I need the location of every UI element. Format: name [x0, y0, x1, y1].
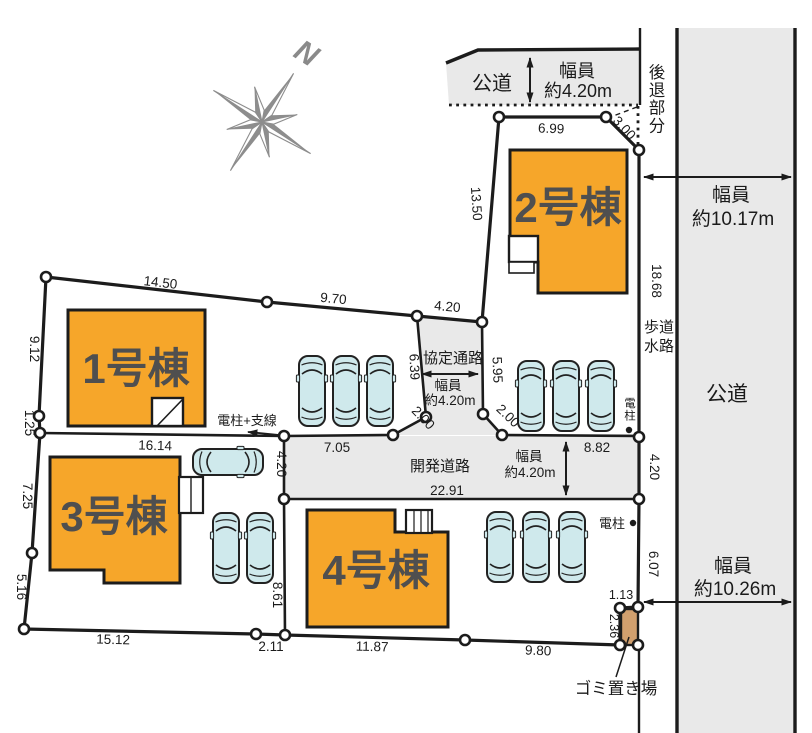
sidewalk-label-1: 歩道: [644, 319, 674, 336]
car-icon: [483, 511, 517, 583]
dim-garbage-west: 2.36: [607, 614, 621, 638]
dim-top-edge-a: 14.50: [143, 273, 178, 292]
dim-left-b: 1.25: [22, 410, 37, 436]
top-road-label: 公道: [472, 72, 512, 95]
car-icon: [243, 512, 277, 584]
building-4-label: 4号棟: [322, 547, 430, 594]
building-3-label: 3号棟: [60, 493, 168, 540]
pole-lot4-label: 電柱: [599, 516, 625, 531]
dev-road-label: 開発道路: [410, 458, 470, 475]
garbage-leader-line: [615, 636, 630, 678]
dim-dev-west: 4.20: [274, 451, 289, 477]
top-road-width-2: 約4.20m: [544, 81, 612, 101]
right-road-upper-width-1: 幅員: [712, 184, 750, 206]
dim-divider-lot1-lot3: 16.14: [138, 438, 173, 454]
building-2-label: 2号棟: [514, 184, 622, 231]
right-road-upper-width-2: 約10.17m: [692, 208, 774, 230]
car-icon: [209, 512, 243, 584]
car-icon: [192, 445, 264, 479]
dim-passage-top: 4.20: [434, 298, 461, 315]
car-icon: [363, 355, 397, 427]
top-road-area: [446, 49, 640, 105]
dim-lot2-corner: 3.00: [610, 113, 639, 142]
dim-dev-top-b: 8.82: [584, 440, 610, 455]
dim-garbage-top: 1.13: [609, 588, 633, 602]
dim-lot2-north: 6.99: [538, 121, 565, 137]
sidewalk-label-2: 水路: [644, 338, 674, 355]
passage-label: 協定通路: [423, 350, 483, 367]
boundary-vertices: [17, 110, 646, 652]
right-road-area: [677, 28, 795, 733]
dim-lot34-east: 8.61: [270, 582, 285, 608]
car-icon: [584, 360, 618, 432]
dim-dev-bottom: 22.91: [430, 483, 464, 498]
dev-road-width-1: 幅員: [516, 449, 543, 464]
dim-bottom-c: 11.87: [356, 639, 389, 655]
building-3-outline: [48, 455, 182, 585]
compass-rose-icon: [213, 73, 311, 171]
garbage-area: [619, 607, 640, 647]
dim-bottom-d: 9.80: [525, 643, 552, 659]
car-icon: [519, 511, 553, 583]
building-2-porch: [507, 234, 540, 264]
pole-wire-label: 電柱+支線: [217, 413, 277, 428]
pole-right-label: 電柱: [624, 397, 636, 422]
dim-right-upper: 18.68: [649, 264, 664, 298]
dim-bottom-b: 2.11: [258, 639, 283, 654]
dim-left-d: 5.16: [14, 574, 29, 600]
garbage-label: ゴミ置き場: [575, 678, 658, 698]
dim-right-lower: 6.07: [646, 551, 661, 577]
dim-left-c: 7.25: [20, 483, 35, 509]
right-road-lower-width-2: 約10.26m: [694, 578, 776, 600]
dim-dev-top-a: 7.05: [324, 440, 350, 455]
car-icon: [549, 360, 583, 432]
right-road-lower-width-1: 幅員: [714, 555, 752, 577]
building-1-porch-diagonal: [156, 398, 184, 427]
divider-lot1-lot3: [39, 431, 285, 438]
car-icon: [295, 355, 329, 427]
dim-passage-west: 6.39: [407, 353, 423, 380]
dim-passage-east: 5.95: [490, 356, 506, 383]
dim-top-edge-b: 9.70: [320, 290, 348, 307]
dev-road-width-2: 約4.20m: [504, 465, 555, 480]
building-1-porch: [150, 396, 185, 428]
dim-lot2-west: 13.50: [468, 186, 485, 221]
site-boundary: [22, 115, 641, 647]
top-road-north-edge: [445, 47, 641, 65]
right-road-label: 公道: [706, 383, 748, 406]
dim-left-a: 9.12: [27, 336, 42, 362]
car-icon: [555, 511, 589, 583]
dim-right-mid: 4.20: [647, 454, 662, 480]
dim-bottom-a: 15.12: [96, 632, 130, 648]
pole-dot-lot4: [629, 519, 637, 527]
top-road-width-1: 幅員: [559, 61, 595, 81]
north-label: N: [288, 34, 325, 74]
dev-road-top-west: [283, 433, 394, 438]
setback-label: 後退部分: [649, 63, 666, 135]
pole-dot-right: [625, 426, 633, 434]
passage-width-1: 幅員: [435, 378, 462, 393]
dev-road-area: [284, 436, 639, 499]
building-4-outline: [305, 508, 450, 629]
building-2-porch-step: [508, 261, 535, 274]
dev-road-top-east: [501, 433, 639, 438]
passage-width-2: 約4.20m: [424, 393, 475, 408]
car-icon: [329, 355, 363, 427]
building-4-steps: [404, 508, 434, 535]
building-1-label: 1号棟: [82, 345, 190, 392]
pole-wire-arrow: [247, 429, 280, 437]
